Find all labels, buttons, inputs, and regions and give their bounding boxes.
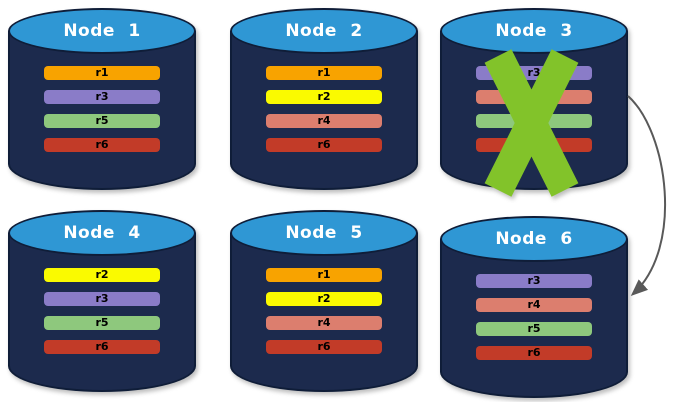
replica-bar: r3 <box>44 90 160 104</box>
replica-bar: r4 <box>476 298 592 312</box>
replica-bar: r5 <box>476 322 592 336</box>
node-6: r3 r4 r5 r6 Node 6 <box>440 216 628 398</box>
replica-bar: r6 <box>476 346 592 360</box>
replica-bar: r4 <box>266 316 382 330</box>
replica-label: r1 <box>317 268 331 281</box>
replica-label: r2 <box>317 292 331 305</box>
replica-bar: r4 <box>266 114 382 128</box>
node-cylinder-body <box>8 31 196 190</box>
replica-bar: r6 <box>266 138 382 152</box>
failure-x-icon <box>484 49 579 197</box>
node-cylinder-body <box>8 233 196 392</box>
replica-bar: r2 <box>266 90 382 104</box>
node-3: r3 Node 3 <box>440 8 628 197</box>
replica-label: r6 <box>95 340 109 353</box>
node-2: r1 r2 r4 r6 Node 2 <box>230 8 418 190</box>
node-cylinder-body <box>230 233 418 392</box>
node-title: Node 1 <box>63 20 141 41</box>
replica-bar: r1 <box>266 268 382 282</box>
failover-arrow-path <box>627 95 667 297</box>
replica-bar: r1 <box>266 66 382 80</box>
replica-label: r3 <box>95 292 109 305</box>
replica-list: r3 r4 r5 r6 <box>440 274 628 370</box>
replica-label: r2 <box>317 90 331 103</box>
node-1: r1 r3 r5 r6 Node 1 <box>8 8 196 190</box>
replica-label: r6 <box>527 346 541 359</box>
replica-label: r2 <box>95 268 109 281</box>
replica-bar: r1 <box>44 66 160 80</box>
node-cylinder-top: Node 4 <box>8 210 196 256</box>
replica-label: r4 <box>317 114 331 127</box>
replica-label: r3 <box>95 90 109 103</box>
node-cylinder-top: Node 6 <box>440 216 628 262</box>
node-title: Node 5 <box>285 222 363 243</box>
node-cylinder-top: Node 5 <box>230 210 418 256</box>
replica-label: r1 <box>317 66 331 79</box>
replica-label: r4 <box>527 298 541 311</box>
node-cylinder-top: Node 2 <box>230 8 418 54</box>
replica-label: r1 <box>95 66 109 79</box>
replica-bar: r3 <box>476 274 592 288</box>
replica-label: r5 <box>95 316 109 329</box>
replica-bar: r5 <box>44 316 160 330</box>
replica-label: r5 <box>95 114 109 127</box>
replica-bar: r6 <box>44 138 160 152</box>
replica-bar: r6 <box>266 340 382 354</box>
replica-bar: r5 <box>44 114 160 128</box>
replica-label: r5 <box>527 322 541 335</box>
node-title: Node 6 <box>495 228 573 249</box>
replica-label: r4 <box>317 316 331 329</box>
replica-label: r3 <box>527 274 541 287</box>
node-cylinder-top: Node 1 <box>8 8 196 54</box>
replica-label: r3 <box>527 66 541 79</box>
replica-label: r6 <box>317 340 331 353</box>
replica-list: r1 r3 r5 r6 <box>8 66 196 162</box>
replica-label: r6 <box>317 138 331 151</box>
replica-label: r6 <box>95 138 109 151</box>
replica-bar: r3 <box>44 292 160 306</box>
node-title: Node 4 <box>63 222 141 243</box>
replica-list: r1 r2 r4 r6 <box>230 268 418 364</box>
node-5: r1 r2 r4 r6 Node 5 <box>230 210 418 392</box>
replica-list: r2 r3 r5 r6 <box>8 268 196 364</box>
replica-list: r1 r2 r4 r6 <box>230 66 418 162</box>
node-cylinder-top: Node 3 <box>440 8 628 54</box>
node-4: r2 r3 r5 r6 Node 4 <box>8 210 196 392</box>
replica-bar: r6 <box>44 340 160 354</box>
node-cylinder-body <box>440 239 628 398</box>
node-title: Node 2 <box>285 20 363 41</box>
node-title: Node 3 <box>495 20 573 41</box>
replica-bar: r2 <box>266 292 382 306</box>
node-cylinder-body <box>230 31 418 190</box>
replica-bar: r2 <box>44 268 160 282</box>
